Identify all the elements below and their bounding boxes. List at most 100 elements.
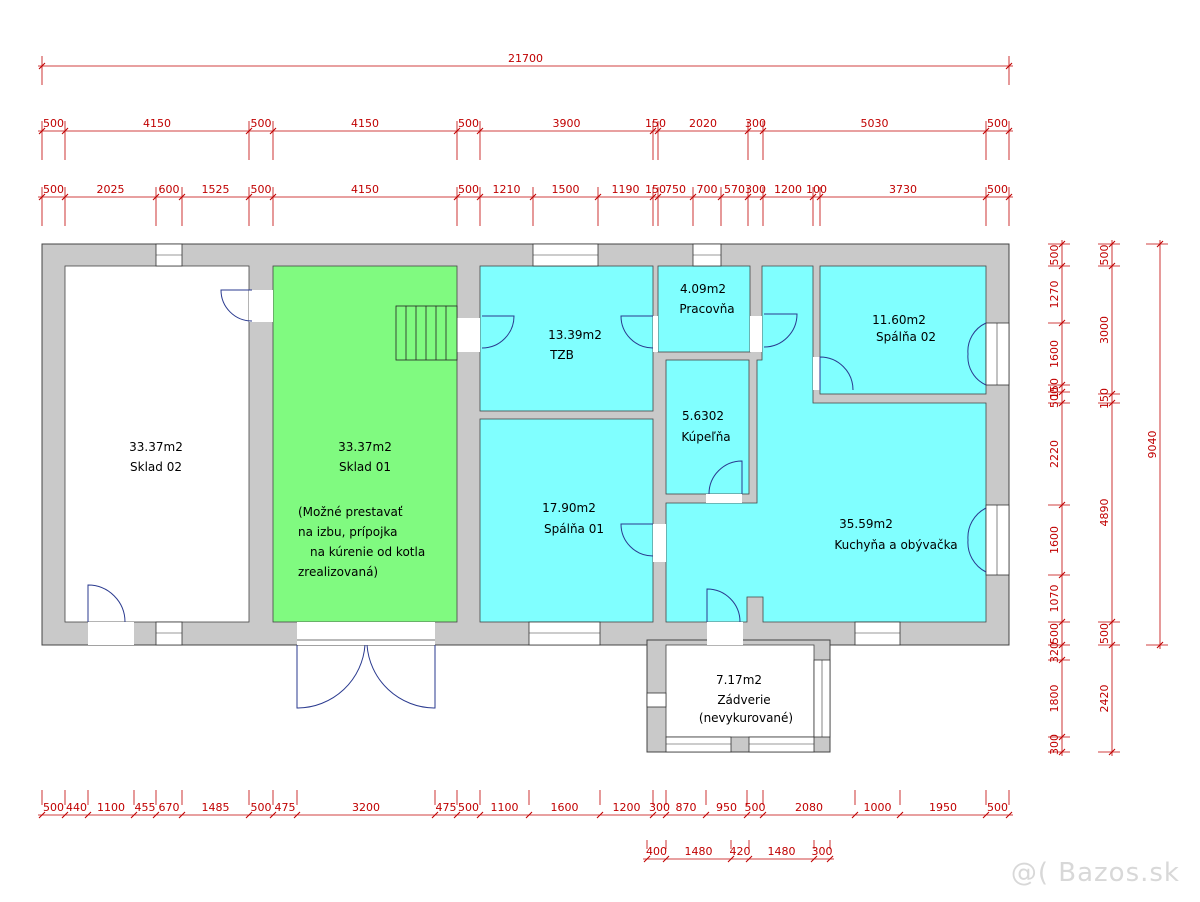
dim-top2-label: 100 bbox=[806, 183, 827, 196]
doors bbox=[87, 289, 987, 709]
dim-top2-label: 1200 bbox=[774, 183, 802, 196]
room-sklad01-note-2: na izbu, prípojka bbox=[298, 525, 398, 539]
room-zadverie bbox=[665, 644, 815, 738]
dim-bottom1-label: 455 bbox=[135, 801, 156, 814]
room-kuchyna bbox=[665, 265, 987, 623]
dim-bottom1-tick bbox=[702, 811, 710, 819]
dim-bottom1-label: 950 bbox=[716, 801, 737, 814]
room-sklad02-name: Sklad 02 bbox=[130, 460, 182, 474]
dim-right1-label: 500 bbox=[1048, 387, 1061, 408]
room-zadverie-area: 7.17m2 bbox=[716, 673, 762, 687]
room-tzb-area: 13.39m2 bbox=[548, 328, 602, 342]
dim-top1-label: 4150 bbox=[351, 117, 379, 130]
dim-bottom1-tick bbox=[759, 811, 767, 819]
dim-top2-label: 150 bbox=[645, 183, 666, 196]
dim-top2-label: 750 bbox=[665, 183, 686, 196]
dim-top2-label: 1210 bbox=[493, 183, 521, 196]
dim-bottom1-label: 870 bbox=[676, 801, 697, 814]
dim-right3-label: 9040 bbox=[1146, 431, 1159, 459]
dim-top1-label: 2020 bbox=[689, 117, 717, 130]
dim-bottom1-tick bbox=[130, 811, 138, 819]
dim-bottom2-tick bbox=[662, 855, 670, 863]
dim-bottom1-label: 1100 bbox=[97, 801, 125, 814]
dim-right1-label: 1600 bbox=[1048, 340, 1061, 368]
dim-right2-label: 4890 bbox=[1098, 499, 1111, 527]
dim-bottom1-tick bbox=[596, 811, 604, 819]
dim-bottom1-tick bbox=[851, 811, 859, 819]
dim-bottom1-label: 500 bbox=[745, 801, 766, 814]
dim-top2-label: 500 bbox=[458, 183, 479, 196]
dim-bottom1-tick bbox=[649, 811, 657, 819]
dim-top1-label: 4150 bbox=[143, 117, 171, 130]
windows bbox=[155, 243, 1010, 753]
room-zadverie-note: (nevykurované) bbox=[699, 711, 793, 725]
dim-top1-label: 3900 bbox=[553, 117, 581, 130]
dim-bottom2-tick bbox=[745, 855, 753, 863]
dim-total-label: 21700 bbox=[508, 52, 543, 65]
dim-top2-label: 600 bbox=[159, 183, 180, 196]
entrance-opening bbox=[297, 622, 435, 645]
dim-bottom1-label: 500 bbox=[458, 801, 479, 814]
dim-right1-label: 150 bbox=[1048, 378, 1061, 399]
dim-right1-label: 1600 bbox=[1048, 526, 1061, 554]
dim-top2-label: 500 bbox=[251, 183, 272, 196]
dim-right1-label: 1270 bbox=[1048, 281, 1061, 309]
room-sklad01-note-3: na kúrenie od kotla bbox=[310, 545, 425, 559]
dim-bottom1-label: 475 bbox=[275, 801, 296, 814]
room-spalna01 bbox=[479, 418, 654, 623]
room-sklad01-area: 33.37m2 bbox=[338, 440, 392, 454]
dim-bottom1-tick bbox=[743, 811, 751, 819]
dim-bottom1-label: 2080 bbox=[795, 801, 823, 814]
room-pracovna-area: 4.09m2 bbox=[680, 282, 726, 296]
room-sklad01-note-1: (Možné prestavať bbox=[298, 505, 403, 519]
dim-bottom1-label: 1200 bbox=[613, 801, 641, 814]
room-spalna01-name: Spálňa 01 bbox=[544, 522, 604, 536]
dim-bottom1-tick bbox=[293, 811, 301, 819]
dim-right2-label: 150 bbox=[1098, 388, 1111, 409]
room-fills bbox=[64, 265, 987, 738]
dim-top1-label: 5030 bbox=[861, 117, 889, 130]
dim-bottom1-tick bbox=[896, 811, 904, 819]
dim-bottom1-tick bbox=[1005, 811, 1013, 819]
dim-bottom1-tick bbox=[476, 811, 484, 819]
dim-bottom2-label: 1480 bbox=[685, 845, 713, 858]
dim-top1-label: 500 bbox=[458, 117, 479, 130]
dimension-lines: 21700 500 4150 500 4150 500 3900 150 2020 300 5030… bbox=[38, 52, 1168, 863]
dim-bottom2-label: 300 bbox=[812, 845, 833, 858]
dim-right1-label: 2220 bbox=[1048, 440, 1061, 468]
dim-top2-label: 500 bbox=[987, 183, 1008, 196]
dim-bottom1-label: 1485 bbox=[202, 801, 230, 814]
room-kuchyna-name: Kuchyňa a obývačka bbox=[834, 538, 957, 552]
dim-bottom2-label: 420 bbox=[730, 845, 751, 858]
dim-bottom2-tick bbox=[643, 855, 651, 863]
room-kupelna bbox=[665, 359, 750, 495]
dim-bottom2-label: 400 bbox=[646, 845, 667, 858]
dim-top1-label: 500 bbox=[251, 117, 272, 130]
room-tzb bbox=[479, 265, 654, 412]
dim-top2-label: 4150 bbox=[351, 183, 379, 196]
dim-top2-label: 1190 bbox=[612, 183, 640, 196]
dim-bottom1-label: 1600 bbox=[551, 801, 579, 814]
room-sklad02-area: 33.37m2 bbox=[129, 440, 183, 454]
dim-bottom2-tick bbox=[727, 855, 735, 863]
room-labels: 33.37m2 Sklad 02 33.37m2 Sklad 01 (Možné… bbox=[129, 282, 958, 725]
dim-right2-label: 500 bbox=[1098, 245, 1111, 266]
room-spalna01-area: 17.90m2 bbox=[542, 501, 596, 515]
dim-top2-label: 1525 bbox=[202, 183, 230, 196]
dim-top1-label: 500 bbox=[987, 117, 1008, 130]
dim-bottom1-tick bbox=[453, 811, 461, 819]
room-spalna02-name: Spálňa 02 bbox=[876, 330, 936, 344]
dim-bottom1-tick bbox=[38, 811, 46, 819]
dim-bottom1-label: 1950 bbox=[929, 801, 957, 814]
dim-bottom1-tick bbox=[61, 811, 69, 819]
dim-top2-label: 3730 bbox=[889, 183, 917, 196]
dim-right2-label: 500 bbox=[1098, 623, 1111, 644]
dim-bottom1-tick bbox=[84, 811, 92, 819]
dim-right2-label: 2420 bbox=[1098, 685, 1111, 713]
dim-top2-label: 700 bbox=[697, 183, 718, 196]
dim-top1-label: 300 bbox=[745, 117, 766, 130]
dim-bottom2-label: 1480 bbox=[768, 845, 796, 858]
dim-bottom1-label: 500 bbox=[251, 801, 272, 814]
dim-top2-label: 2025 bbox=[97, 183, 125, 196]
dim-top2-label: 500 bbox=[43, 183, 64, 196]
